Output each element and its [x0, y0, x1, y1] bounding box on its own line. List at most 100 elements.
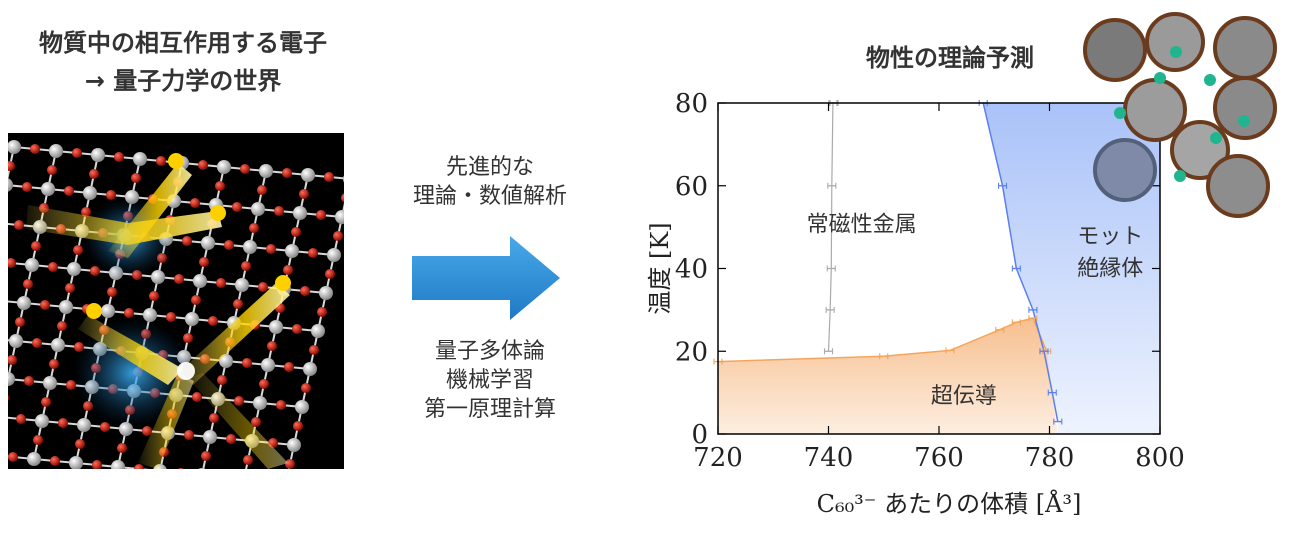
lattice-site [151, 270, 165, 284]
spin-arrow-2 [210, 205, 226, 221]
oxygen-site [47, 165, 57, 175]
lattice-site [25, 258, 39, 272]
oxygen-site [325, 269, 335, 279]
oxygen-site [234, 396, 244, 406]
lattice-site [261, 358, 275, 372]
oxygen-site [48, 262, 58, 272]
arrow-shape [412, 236, 560, 320]
process-arrow [412, 236, 560, 320]
lattice-site [49, 144, 63, 158]
oxygen-site [292, 324, 302, 334]
lattice-site [243, 240, 257, 254]
oxygen-site [291, 227, 301, 237]
beam-6 [188, 373, 288, 469]
method-heading: 先進的な 理論・数値解析 [380, 153, 600, 211]
oxygen-site [267, 341, 277, 351]
x-tick-label: 780 [1025, 443, 1075, 473]
oxygen-site [190, 198, 200, 208]
oxygen-site [73, 245, 83, 255]
oxygen-site [284, 362, 294, 372]
beam-5 [138, 373, 194, 469]
oxygen-site [242, 358, 252, 368]
spin-arrow-1 [168, 153, 184, 169]
method-heading-line2: 理論・数値解析 [412, 184, 567, 209]
oxygen-site [64, 186, 74, 196]
x-tick-label: 800 [1135, 443, 1185, 473]
lattice-site [91, 148, 105, 162]
y-tick-label: 40 [675, 255, 708, 285]
y-tick-label: 20 [675, 337, 708, 367]
beam-2 [108, 163, 192, 258]
lattice-site [295, 400, 309, 414]
oxygen-site [100, 422, 110, 432]
lattice-site [253, 396, 267, 410]
oxygen-site [274, 206, 284, 216]
region-label-metal: 常磁性金属 [807, 212, 917, 237]
oxygen-site [209, 413, 219, 423]
oxygen-site [199, 257, 209, 267]
oxygen-site [316, 210, 326, 220]
oxygen-site [233, 299, 243, 309]
oxygen-site [299, 189, 309, 199]
beam-3 [78, 315, 183, 385]
oxygen-site [106, 190, 116, 200]
lattice-site [327, 248, 341, 262]
oxygen-site [317, 307, 327, 317]
x-tick-label: 720 [693, 443, 743, 473]
lattice-site [185, 312, 199, 326]
lattice-site [101, 304, 115, 318]
oxygen-site [89, 169, 99, 179]
oxygen-site [58, 418, 68, 428]
oxygen-site [107, 287, 117, 297]
oxygen-site [259, 379, 269, 389]
oxygen-site [92, 460, 102, 470]
oxygen-site [184, 430, 194, 440]
lattice-site [193, 274, 207, 288]
x-tick-label: 760 [914, 443, 964, 473]
oxygen-site [5, 161, 15, 171]
oxygen-site [257, 185, 267, 195]
oxygen-site [30, 144, 40, 154]
lattice-site [67, 262, 81, 276]
lattice-site [143, 308, 157, 322]
oxygen-site [243, 455, 253, 465]
oxygen-site [232, 202, 242, 212]
region-label-mott: モット絶縁体 [1077, 225, 1143, 282]
oxygen-site [14, 220, 24, 230]
oxygen-site [124, 308, 134, 318]
lattice-site [41, 182, 55, 196]
oxygen-site [182, 236, 192, 246]
oxygen-site [41, 397, 51, 407]
oxygen-site [16, 414, 26, 424]
oxygen-site [249, 223, 259, 233]
oxygen-site [251, 417, 261, 427]
oxygen-site [226, 434, 236, 444]
method-heading-line1: 先進的な [445, 155, 534, 180]
oxygen-site [215, 181, 225, 191]
oxygen-site [32, 338, 42, 348]
oxygen-site [241, 261, 251, 271]
oxygen-site [266, 244, 276, 254]
oxygen-site [191, 295, 201, 305]
lattice-site [69, 456, 83, 470]
lattice-site [251, 202, 265, 216]
oxygen-site [324, 172, 334, 182]
method-item-2: 機械学習 [445, 368, 534, 393]
lattice-site [235, 278, 249, 292]
lattice-site [217, 160, 231, 174]
oxygen-site [65, 283, 75, 293]
oxygen-site [240, 164, 250, 174]
lattice-site [201, 236, 215, 250]
electron-glow-bottom [73, 318, 193, 428]
lattice-site [83, 186, 97, 200]
spin-arrow-4 [86, 303, 102, 319]
lattice-site [287, 438, 301, 452]
region-label-mott-line: モット [1077, 225, 1143, 250]
lattice-site [59, 300, 73, 314]
method-list: 量子多体論 機械学習 第一原理計算 [380, 337, 600, 424]
oxygen-site [7, 355, 17, 365]
oxygen-site [333, 231, 343, 241]
oxygen-site [198, 160, 208, 170]
oxygen-site [6, 258, 16, 268]
